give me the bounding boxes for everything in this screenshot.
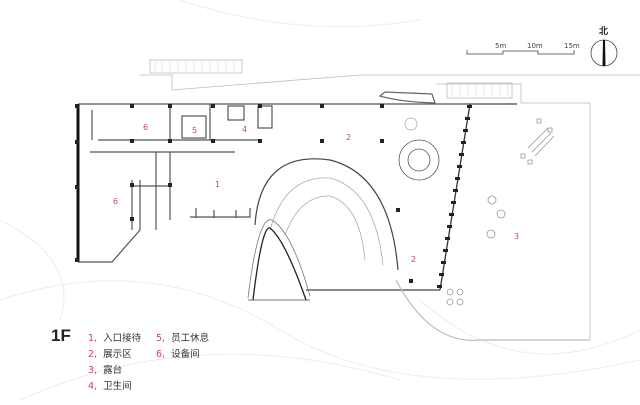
legend-num: 3, — [88, 365, 98, 376]
room-label-6a: 6 — [143, 123, 149, 132]
scale-label-10m: 10m — [527, 42, 543, 50]
room-label-6b: 6 — [113, 197, 119, 206]
legend-text: 展示区 — [103, 349, 132, 360]
north-arrow-icon — [590, 39, 618, 67]
legend-num: 4, — [88, 381, 98, 392]
terrace-furniture — [446, 118, 555, 306]
legend-text: 设备间 — [171, 349, 200, 360]
structural-columns — [75, 104, 413, 283]
legend-num: 2, — [88, 349, 98, 360]
legend-text: 露台 — [103, 365, 123, 376]
room-label-2a: 2 — [346, 133, 352, 142]
building-walls — [76, 91, 517, 291]
facade-columns — [437, 105, 472, 288]
legend-num: 5, — [156, 333, 166, 344]
legend-col-2: 5, 员工休息 6, 设备间 — [156, 330, 209, 362]
room-label-5: 5 — [192, 126, 198, 135]
spiral-staircase — [398, 117, 440, 181]
legend-item: 2, 展示区 — [88, 346, 141, 362]
legend-num: 6, — [156, 349, 166, 360]
legend-item: 4, 卫生间 — [88, 378, 141, 394]
arch-entrance — [247, 219, 311, 301]
scale-bar — [466, 50, 575, 55]
legend-text: 卫生间 — [103, 381, 132, 392]
room-label-3: 3 — [514, 232, 520, 241]
legend-item: 3, 露台 — [88, 362, 141, 378]
legend-text: 入口接待 — [103, 333, 142, 344]
legend-text: 员工休息 — [171, 333, 210, 344]
scale-label-15m: 15m — [564, 42, 580, 50]
legend-num: 1, — [88, 333, 98, 344]
room-label-1: 1 — [215, 180, 221, 189]
terrace-edge — [395, 279, 590, 341]
legend-col-1: 1, 入口接待 2, 展示区 3, 露台 4, 卫生间 — [88, 330, 141, 394]
floor-label: 1F — [51, 326, 71, 345]
amphitheater-seating — [254, 158, 399, 271]
legend-item: 1, 入口接待 — [88, 330, 141, 346]
room-label-4: 4 — [242, 125, 248, 134]
upper-terrace — [140, 59, 640, 340]
legend-item: 5, 员工休息 — [156, 330, 209, 346]
room-label-2b: 2 — [411, 255, 417, 264]
legend-item: 6, 设备间 — [156, 346, 209, 362]
scale-label-5m: 5m — [495, 42, 507, 50]
north-label: 北 — [599, 27, 609, 37]
